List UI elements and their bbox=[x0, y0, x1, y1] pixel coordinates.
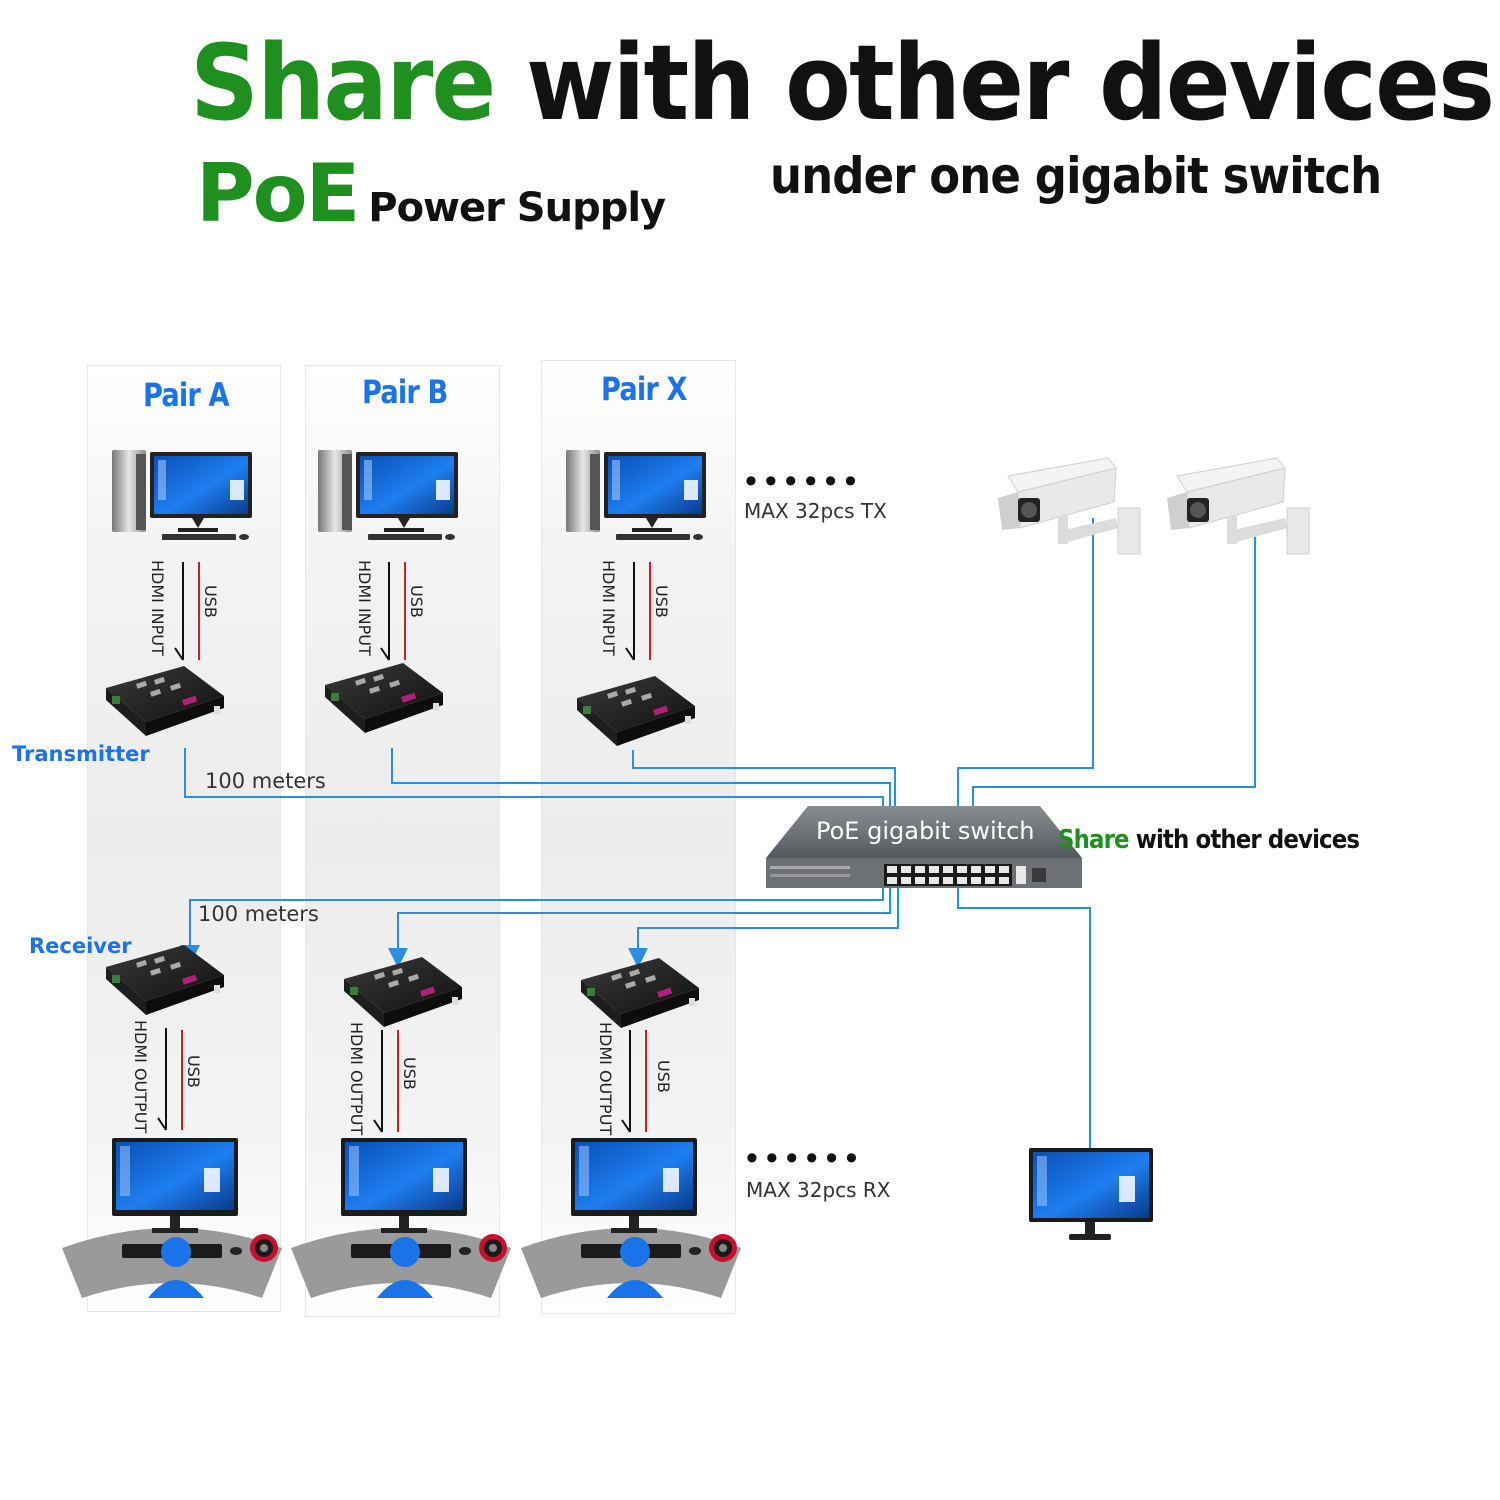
switch-label: PoE gigabit switch bbox=[816, 817, 1035, 845]
pair-b-label: Pair B bbox=[362, 373, 448, 411]
distance-label-bottom: 100 meters bbox=[198, 902, 319, 926]
pair-a-label: Pair A bbox=[143, 376, 230, 414]
hdmi-input-label-a: HDMI INPUT bbox=[148, 560, 167, 656]
switch-subtitle: under one gigabit switch bbox=[770, 147, 1382, 205]
transmitter-pair-a bbox=[106, 666, 224, 736]
transmitter-label: Transmitter bbox=[12, 742, 150, 766]
workstation-pair-a bbox=[62, 1138, 282, 1298]
usb-output-label-x: USB bbox=[654, 1060, 673, 1093]
poe-switch bbox=[766, 806, 1082, 888]
power-supply-text: Power Supply bbox=[368, 185, 666, 231]
share-side-green: Share bbox=[1058, 825, 1130, 855]
network-cables bbox=[180, 518, 1256, 1150]
camera-1 bbox=[997, 457, 1141, 555]
pc-pair-x bbox=[566, 450, 706, 540]
share-side-black: with other devices bbox=[1135, 825, 1360, 855]
title-share-word: Share bbox=[190, 22, 496, 144]
usb-input-label-b: USB bbox=[407, 585, 426, 618]
pc-pair-b bbox=[318, 450, 458, 540]
usb-input-label-a: USB bbox=[201, 585, 220, 618]
receiver-label: Receiver bbox=[29, 934, 132, 958]
rx-ellipsis: •••••• bbox=[746, 1139, 866, 1177]
receiver-pair-x bbox=[581, 958, 699, 1028]
poe-word: PoE bbox=[196, 147, 360, 240]
usb-output-label-b: USB bbox=[400, 1057, 419, 1090]
hdmi-output-label-a: HDMI OUTPUT bbox=[131, 1020, 150, 1134]
hdmi-output-label-b: HDMI OUTPUT bbox=[347, 1022, 366, 1136]
usb-output-label-a: USB bbox=[184, 1055, 203, 1088]
receiver-pair-b bbox=[344, 957, 462, 1027]
workstation-pair-x bbox=[521, 1138, 741, 1298]
pair-x-label: Pair X bbox=[601, 370, 687, 408]
max-tx-label: MAX 32pcs TX bbox=[744, 499, 887, 523]
max-rx-label: MAX 32pcs RX bbox=[746, 1178, 891, 1202]
title-rest: with other devices bbox=[525, 22, 1495, 144]
share-side-label: Share with other devices bbox=[1058, 825, 1360, 855]
hdmi-output-label-x: HDMI OUTPUT bbox=[596, 1022, 615, 1136]
usb-input-label-x: USB bbox=[652, 585, 671, 618]
workstation-pair-b bbox=[291, 1138, 511, 1298]
tx-ellipsis: •••••• bbox=[745, 462, 865, 500]
distance-label-top: 100 meters bbox=[205, 769, 326, 793]
transmitter-pair-b bbox=[325, 663, 443, 733]
camera-2 bbox=[1166, 457, 1310, 555]
hdmi-input-label-x: HDMI INPUT bbox=[599, 560, 618, 656]
hdmi-input-label-b: HDMI INPUT bbox=[355, 560, 374, 656]
pc-pair-a bbox=[112, 450, 252, 540]
transmitter-pair-x bbox=[577, 676, 695, 746]
main-title: Share with other devices bbox=[190, 18, 1495, 148]
shared-monitor bbox=[1029, 1148, 1153, 1240]
